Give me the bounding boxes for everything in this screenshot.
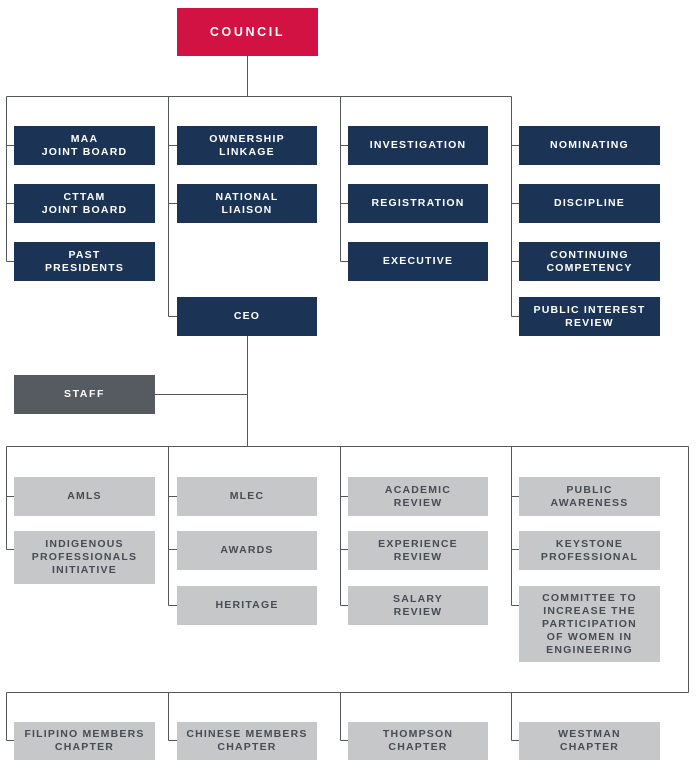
node-public-awareness: PUBLIC AWARENESS — [519, 477, 660, 516]
node-continuing-competency: CONTINUING COMPETENCY — [519, 242, 660, 281]
node-keystone-professional: KEYSTONE PROFESSIONAL — [519, 531, 660, 570]
node-executive: EXECUTIVE — [348, 242, 488, 281]
node-nominating: NOMINATING — [519, 126, 660, 165]
node-discipline: DISCIPLINE — [519, 184, 660, 223]
node-past-presidents: PAST PRESIDENTS — [14, 242, 155, 281]
node-public-interest-review: PUBLIC INTEREST REVIEW — [519, 297, 660, 336]
node-salary-review: SALARY REVIEW — [348, 586, 488, 625]
node-ceo: CEO — [177, 297, 317, 336]
node-cttam-joint-board: CTTAM JOINT BOARD — [14, 184, 155, 223]
node-academic-review: ACADEMIC REVIEW — [348, 477, 488, 516]
node-thompson-chapter: THOMPSON CHAPTER — [348, 722, 488, 760]
node-filipino-members-chapter: FILIPINO MEMBERS CHAPTER — [14, 722, 155, 760]
node-staff: STAFF — [14, 375, 155, 414]
node-investigation: INVESTIGATION — [348, 126, 488, 165]
node-westman-chapter: WESTMAN CHAPTER — [519, 722, 660, 760]
node-awards: AWARDS — [177, 531, 317, 570]
node-women-in-engineering-committee: COMMITTEE TO INCREASE THE PARTICIPATION … — [519, 586, 660, 662]
node-mlec: MLEC — [177, 477, 317, 516]
node-indigenous-professionals-initiative: INDIGENOUS PROFESSIONALS INITIATIVE — [14, 531, 155, 584]
node-council: COUNCIL — [177, 8, 318, 56]
node-heritage: HERITAGE — [177, 586, 317, 625]
node-ownership-linkage: OWNERSHIP LINKAGE — [177, 126, 317, 165]
node-maa-joint-board: MAA JOINT BOARD — [14, 126, 155, 165]
node-experience-review: EXPERIENCE REVIEW — [348, 531, 488, 570]
node-national-liaison: NATIONAL LIAISON — [177, 184, 317, 223]
node-chinese-members-chapter: CHINESE MEMBERS CHAPTER — [177, 722, 317, 760]
node-registration: REGISTRATION — [348, 184, 488, 223]
node-amls: AMLS — [14, 477, 155, 516]
